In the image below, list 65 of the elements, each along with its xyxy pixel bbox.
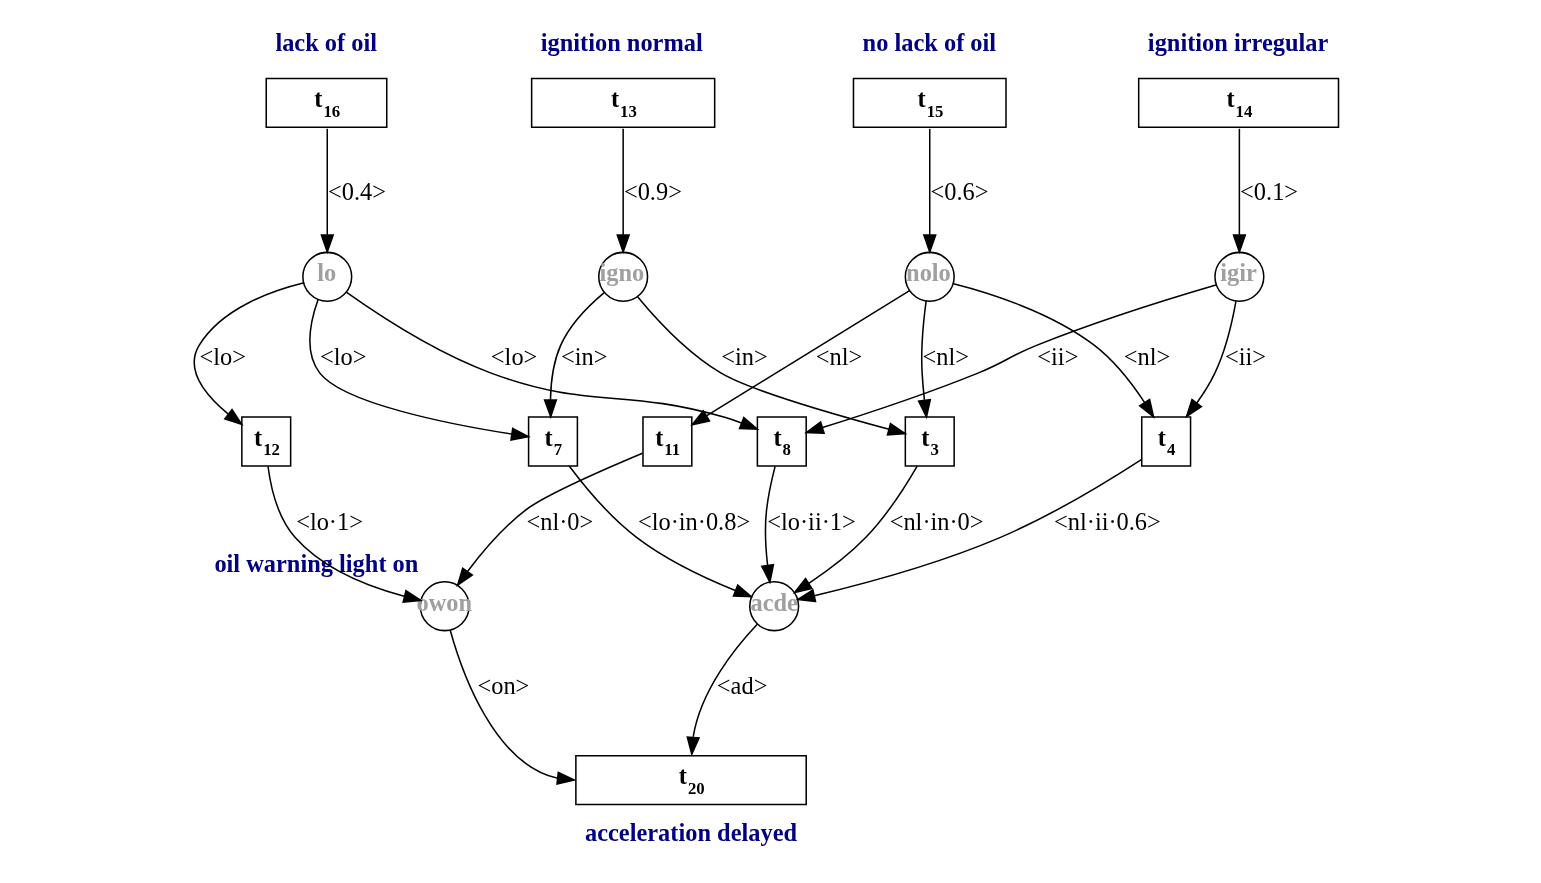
arrow xyxy=(686,623,759,757)
edge-label: <lo·ii·1> xyxy=(767,507,856,535)
node-box: t$_{3}$ xyxy=(904,416,955,467)
arrow xyxy=(795,458,1143,603)
node-box: t$_{15}$ xyxy=(852,77,1007,129)
node-box: t$_{13}$ xyxy=(530,77,716,129)
arrow xyxy=(760,465,776,585)
node-box: t$_{14}$ xyxy=(1137,77,1340,129)
node-box: t$_{12}$ xyxy=(241,416,292,467)
edge-label: <nl·ii·0.6> xyxy=(1054,507,1161,535)
arrow xyxy=(792,465,918,594)
node-circle: igno xyxy=(598,251,649,302)
edge-label: <lo·1> xyxy=(296,507,363,535)
node-circle: lo xyxy=(302,251,353,302)
node-box: t$_{20}$ xyxy=(575,754,807,806)
edge-label: <nl> xyxy=(922,342,969,370)
edge-label: <on> xyxy=(477,672,530,700)
node-circle: igir xyxy=(1214,251,1265,302)
arrow xyxy=(309,298,531,441)
arrow xyxy=(952,282,1155,419)
node-box: t$_{11}$ xyxy=(642,416,693,467)
edge-label: <nl·0> xyxy=(526,507,594,535)
node-box: t$_{4}$ xyxy=(1141,416,1192,467)
node-label: oil warning light on xyxy=(214,550,419,578)
arrow xyxy=(804,284,1217,435)
edge-label: <ii> xyxy=(1224,342,1267,370)
node-box: t$_{8}$ xyxy=(756,416,807,467)
arrow xyxy=(690,289,911,426)
edge-label: <0.1> xyxy=(1240,178,1299,206)
arrow xyxy=(345,291,760,430)
node-label: ignition normal xyxy=(540,28,703,56)
edge-label: <0.6> xyxy=(930,178,989,206)
arrow xyxy=(267,465,424,603)
arrow xyxy=(922,128,937,255)
edge-label: <0.9> xyxy=(623,178,682,206)
edge-label: <in> xyxy=(561,342,608,370)
arrow xyxy=(320,128,335,255)
arrow xyxy=(637,296,908,436)
edge-label: <lo·in·0.8> xyxy=(637,507,751,535)
edge-label: <ii> xyxy=(1037,342,1079,370)
arrow xyxy=(917,300,932,420)
edge-label: <lo> xyxy=(320,342,367,370)
arrow xyxy=(456,452,644,588)
arrow xyxy=(1185,300,1237,419)
node-box: t$_{7}$ xyxy=(527,416,579,467)
arrow xyxy=(568,465,754,598)
node-label: lack of oil xyxy=(275,28,378,56)
arrow xyxy=(193,282,304,426)
edge-label: <in> xyxy=(721,342,768,370)
arrow xyxy=(543,291,605,420)
edge-label: <nl> xyxy=(815,342,863,370)
node-box: t$_{16}$ xyxy=(265,77,388,129)
arrow xyxy=(449,629,577,786)
edge-label: <0.4> xyxy=(328,178,386,206)
node-label: no lack of oil xyxy=(862,28,997,56)
arrow xyxy=(616,128,631,255)
edge-label: <lo> xyxy=(199,342,247,370)
node-circle: nolo xyxy=(904,251,955,302)
node-label: acceleration delayed xyxy=(585,818,798,846)
edge-label: <lo> xyxy=(490,342,538,370)
node-label: ignition irregular xyxy=(1147,28,1329,56)
edge-label: <ad> xyxy=(716,672,768,700)
arrow xyxy=(1232,128,1247,255)
edge-label: <nl·in·0> xyxy=(889,507,984,535)
edge-label: <nl> xyxy=(1123,342,1171,370)
